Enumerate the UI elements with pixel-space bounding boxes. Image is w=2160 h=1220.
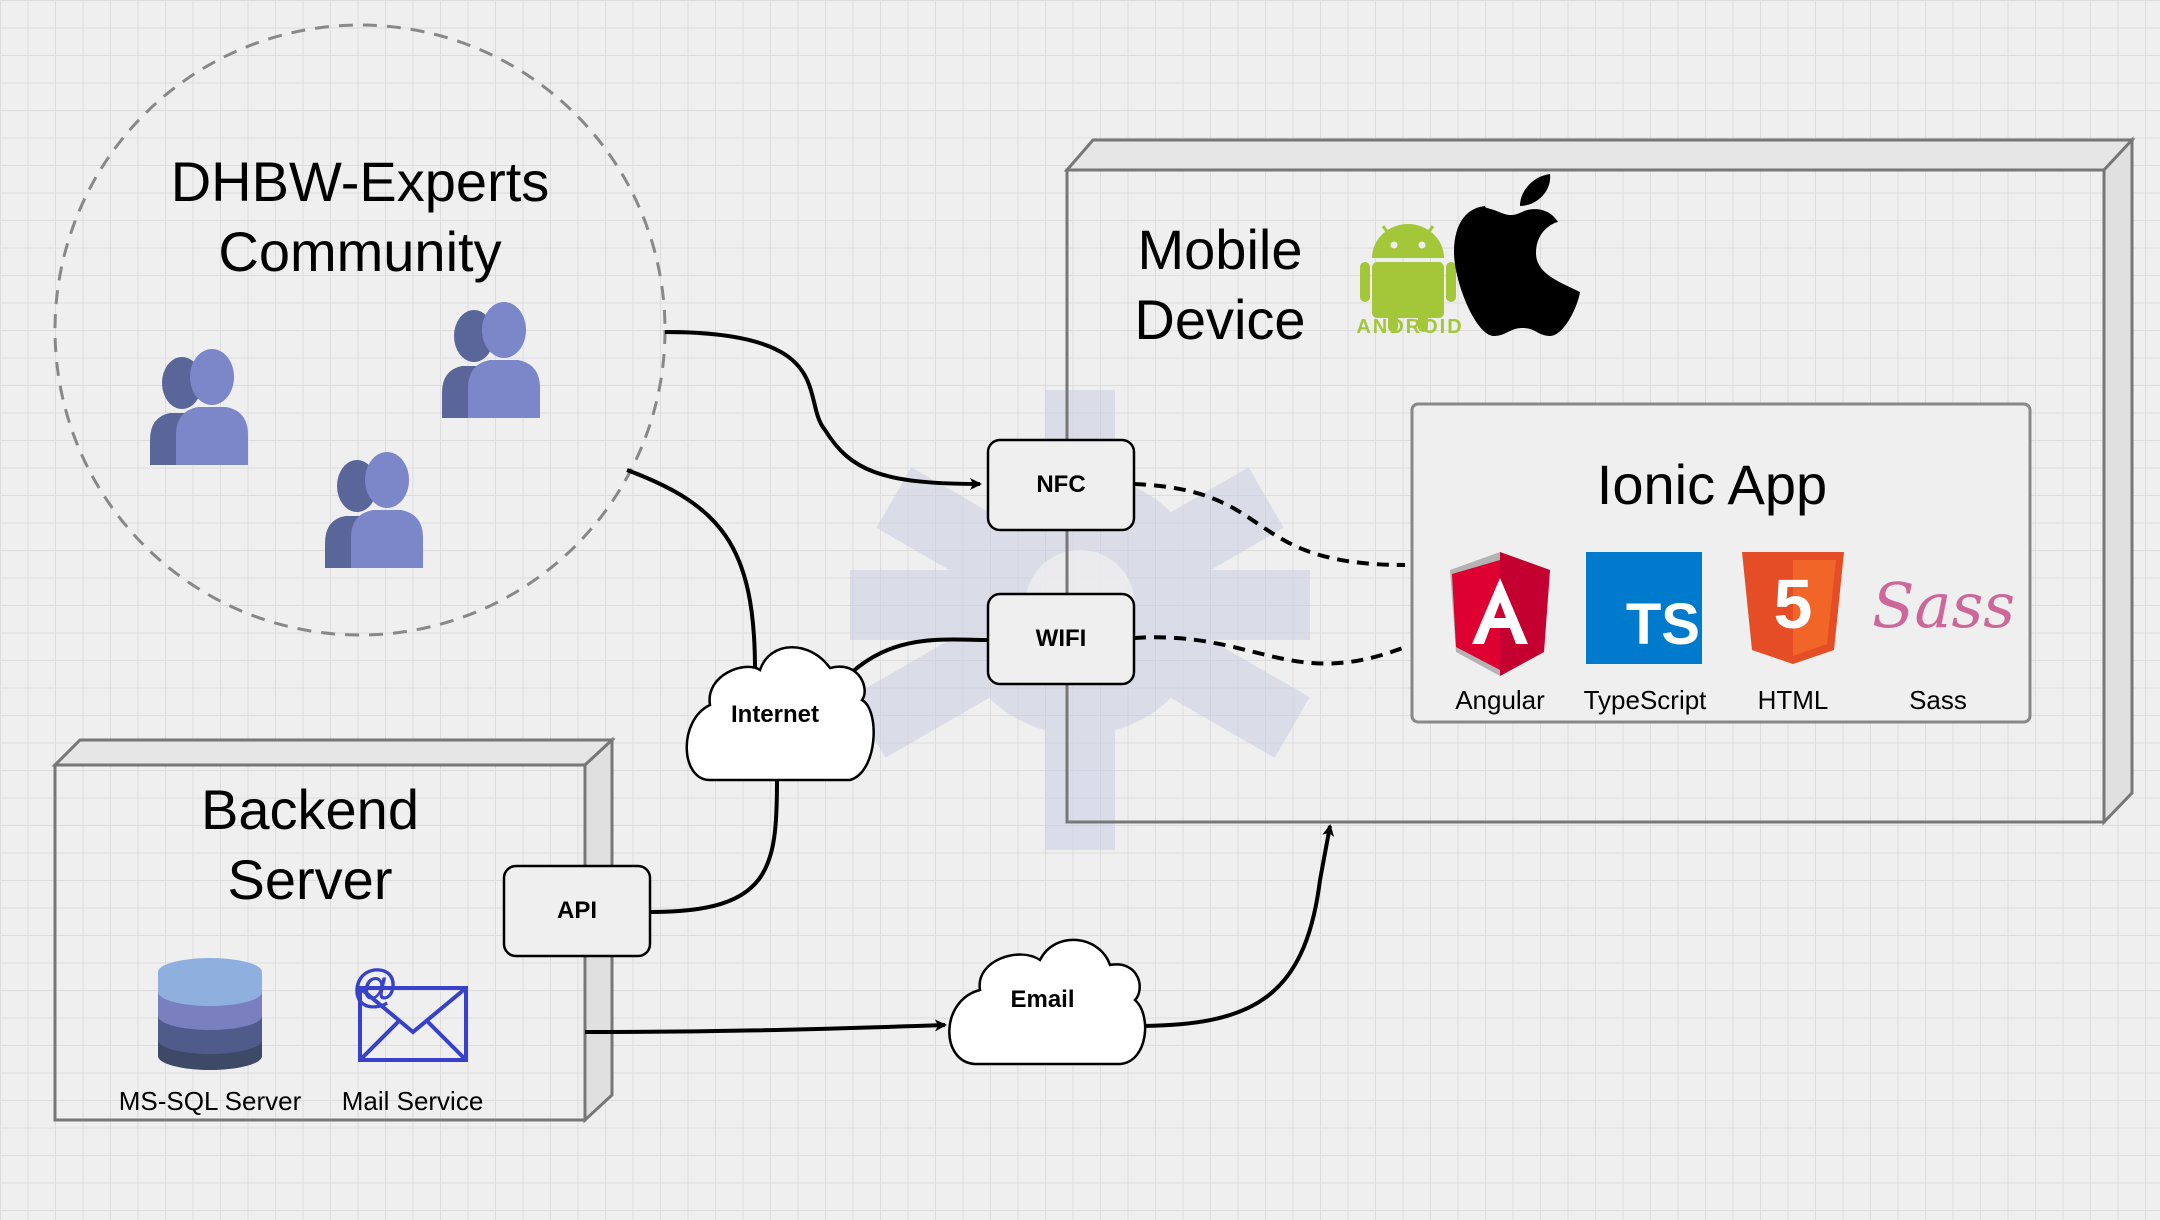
nfc-label: NFC: [1036, 471, 1086, 498]
ionic-title: Ionic App: [1596, 453, 1828, 516]
at-sign-icon: @: [352, 959, 398, 1011]
tech-label-sass: Sass: [1909, 685, 1967, 715]
android-wordmark: ANDROID: [1356, 316, 1464, 338]
community-title: DHBW-Experts Community: [120, 147, 600, 287]
database-icon: [158, 958, 262, 1070]
edge-community-to-internet: [626, 468, 757, 671]
mobile-title-line2: Device: [1134, 288, 1306, 351]
users-icon-3: [325, 452, 423, 568]
wifi-label: WIFI: [1035, 625, 1087, 652]
ionic-app-box: [1410, 402, 2032, 724]
backend-title-line1: Backend: [201, 778, 419, 841]
users-icon-1: [150, 349, 248, 465]
mobile-title: Mobile Device: [1110, 215, 1330, 355]
api-label: API: [556, 897, 597, 924]
mobile-title-line1: Mobile: [1137, 218, 1303, 281]
mobile-device-box: [1063, 136, 2136, 826]
community-title-line1: DHBW-Experts: [170, 150, 550, 213]
users-icon-2: [442, 302, 540, 418]
backend-title-line2: Server: [227, 848, 393, 911]
html5-icon: [1742, 552, 1844, 664]
angular-icon: [1450, 552, 1550, 676]
backend-title: Backend Server: [150, 775, 470, 915]
edge-wifi-to-ionic: [1133, 635, 1406, 666]
typescript-badge: TS: [1625, 592, 1700, 657]
email-label: Email: [1010, 986, 1075, 1013]
html5-badge: 5: [1773, 565, 1813, 643]
community-title-line2: Community: [218, 220, 502, 283]
sass-icon: Sass: [1872, 569, 2016, 642]
internet-label: Internet: [730, 701, 819, 728]
android-icon: [1360, 224, 1456, 332]
typescript-icon: [1586, 552, 1702, 664]
edge-internet-to-api: [649, 779, 779, 914]
edge-email-to-mobile: [1134, 824, 1335, 1028]
tech-label-html: HTML: [1757, 685, 1829, 715]
apple-icon: [1454, 174, 1580, 336]
internet-cloud: [685, 646, 875, 782]
edge-nfc-to-ionic: [1133, 482, 1406, 567]
edge-backend-to-email: [584, 1019, 947, 1034]
wifi-box: [986, 592, 1136, 686]
database-label: MS-SQL Server: [118, 1086, 302, 1116]
email-cloud: [948, 938, 1147, 1066]
mail-service-label: Mail Service: [341, 1086, 484, 1116]
edge-community-to-nfc: [664, 330, 982, 490]
tech-label-angular: Angular: [1455, 685, 1545, 715]
tech-label-typescript: TypeScript: [1583, 685, 1707, 715]
nfc-box: [986, 438, 1136, 532]
api-box: [502, 864, 652, 958]
mail-icon: [358, 986, 468, 1062]
